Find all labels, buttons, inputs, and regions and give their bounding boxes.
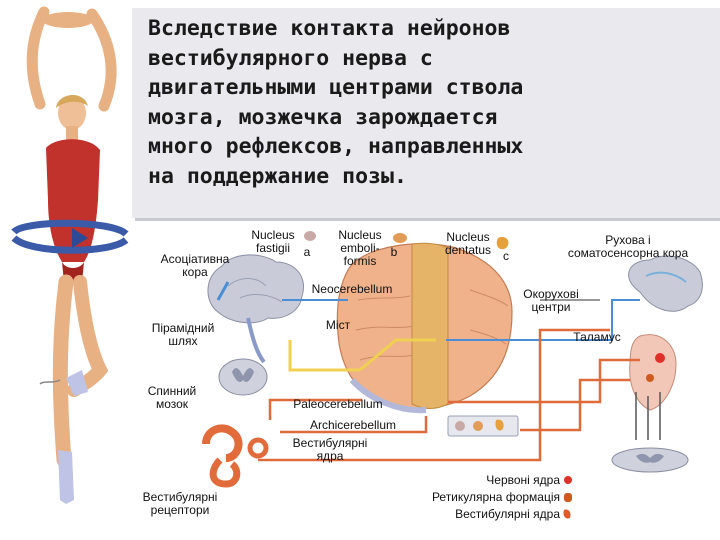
label-nucleus-dentatus: Nucleus dentatus: [444, 230, 492, 257]
label-associative-cortex: Асоціативна кора: [160, 252, 230, 279]
label-pyramidal-tract: Пірамідний шлях: [151, 321, 215, 348]
label-pons: Міст: [325, 318, 351, 332]
slide-title: Вследствие контакта нейронов вестибулярн…: [148, 16, 524, 189]
label-nucleus-a: a: [303, 245, 311, 259]
label-archicerebellum: Archicerebellum: [309, 418, 397, 432]
label-thalamus: Таламус: [573, 330, 621, 344]
label-oculomotor-centers: Окорухові центри: [523, 287, 579, 314]
title-box: [132, 8, 720, 218]
dancer-illustration: [11, 6, 129, 504]
legend-vestibular-nuclei: Вестибулярні ядра: [455, 507, 560, 521]
label-vestibular-receptors: Вестибулярні рецептори: [142, 490, 218, 517]
label-vestibular-nuclei: Вестибулярні ядра: [292, 436, 368, 463]
label-neocerebellum: Neocerebellum: [311, 282, 393, 296]
label-nucleus-b: b: [390, 245, 398, 259]
legend-reticular-formation: Ретикулярна формація: [431, 490, 560, 504]
label-nucleus-emboliformis: Nucleus emboli- formis: [338, 228, 382, 268]
label-spinal-cord: Спинний мозок: [147, 384, 197, 411]
legend-marker-reticular-formation: [564, 493, 572, 502]
legend-marker-vestibular-nuclei: [563, 509, 571, 519]
legend-marker-red-nuclei: [564, 476, 572, 484]
label-paleocerebellum: Paleocerebellum: [293, 397, 383, 411]
label-motor-cortex: Рухова і соматосенсорна кора: [567, 233, 689, 260]
legend-red-nuclei: Червоні ядра: [486, 473, 560, 487]
label-nucleus-c: c: [503, 249, 509, 263]
label-nucleus-fastigii: Nucleus fastigii: [251, 228, 295, 255]
